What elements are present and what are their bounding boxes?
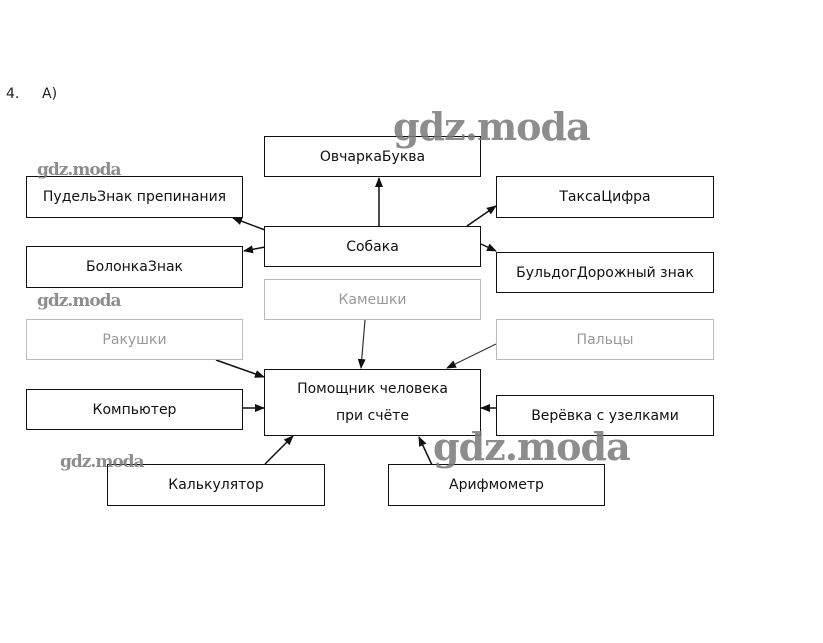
watermark: gdz.moda: [37, 291, 122, 311]
node-paltsy: Пальцы: [496, 319, 714, 360]
node-bolonka: БолонкаЗнак: [26, 246, 243, 288]
task-number: 4.: [6, 86, 20, 102]
node-pomoshnik-line2: при счёте: [336, 408, 409, 424]
node-pudel: ПудельЗнак препинания: [26, 176, 243, 218]
node-ovcharka: ОвчаркаБуква: [264, 136, 481, 177]
task-letter: А): [42, 86, 58, 102]
arrow-sobaka-taksa: [466, 205, 497, 227]
watermark: gdz.moda: [60, 452, 145, 472]
node-pomoshnik-line1: Помощник человека: [297, 381, 448, 397]
watermark: gdz.moda: [393, 104, 591, 149]
arrow-sobaka-buldog: [480, 243, 497, 252]
node-kalkulyator: Калькулятор: [107, 464, 325, 506]
node-kompyuter: Компьютер: [26, 389, 243, 430]
node-taksa: ТаксаЦифра: [496, 176, 714, 218]
node-verevka: Верёвка с узелками: [496, 395, 714, 436]
watermark: gdz.moda: [433, 424, 631, 469]
arrow-kalkulyator-pomoshnik: [264, 435, 294, 465]
node-kameshki: Камешки: [264, 279, 481, 320]
arrow-paltsy-pomoshnik: [446, 343, 497, 369]
arrow-rakushki-pomoshnik: [215, 359, 265, 378]
node-pomoshnik: Помощник человека при счёте: [264, 369, 481, 436]
node-buldog: БульдогДорожный знак: [496, 252, 714, 293]
arrow-arifmometr-pomoshnik: [418, 436, 433, 466]
arrow-sobaka-pudel: [232, 217, 266, 231]
node-arifmometr: Арифмометр: [388, 464, 605, 506]
node-rakushki: Ракушки: [26, 319, 243, 360]
watermark: gdz.moda: [37, 160, 122, 180]
arrow-kameshki-pomoshnik: [357, 319, 366, 369]
arrow-sobaka-bolonka: [243, 245, 266, 254]
node-sobaka: Собака: [264, 226, 481, 267]
